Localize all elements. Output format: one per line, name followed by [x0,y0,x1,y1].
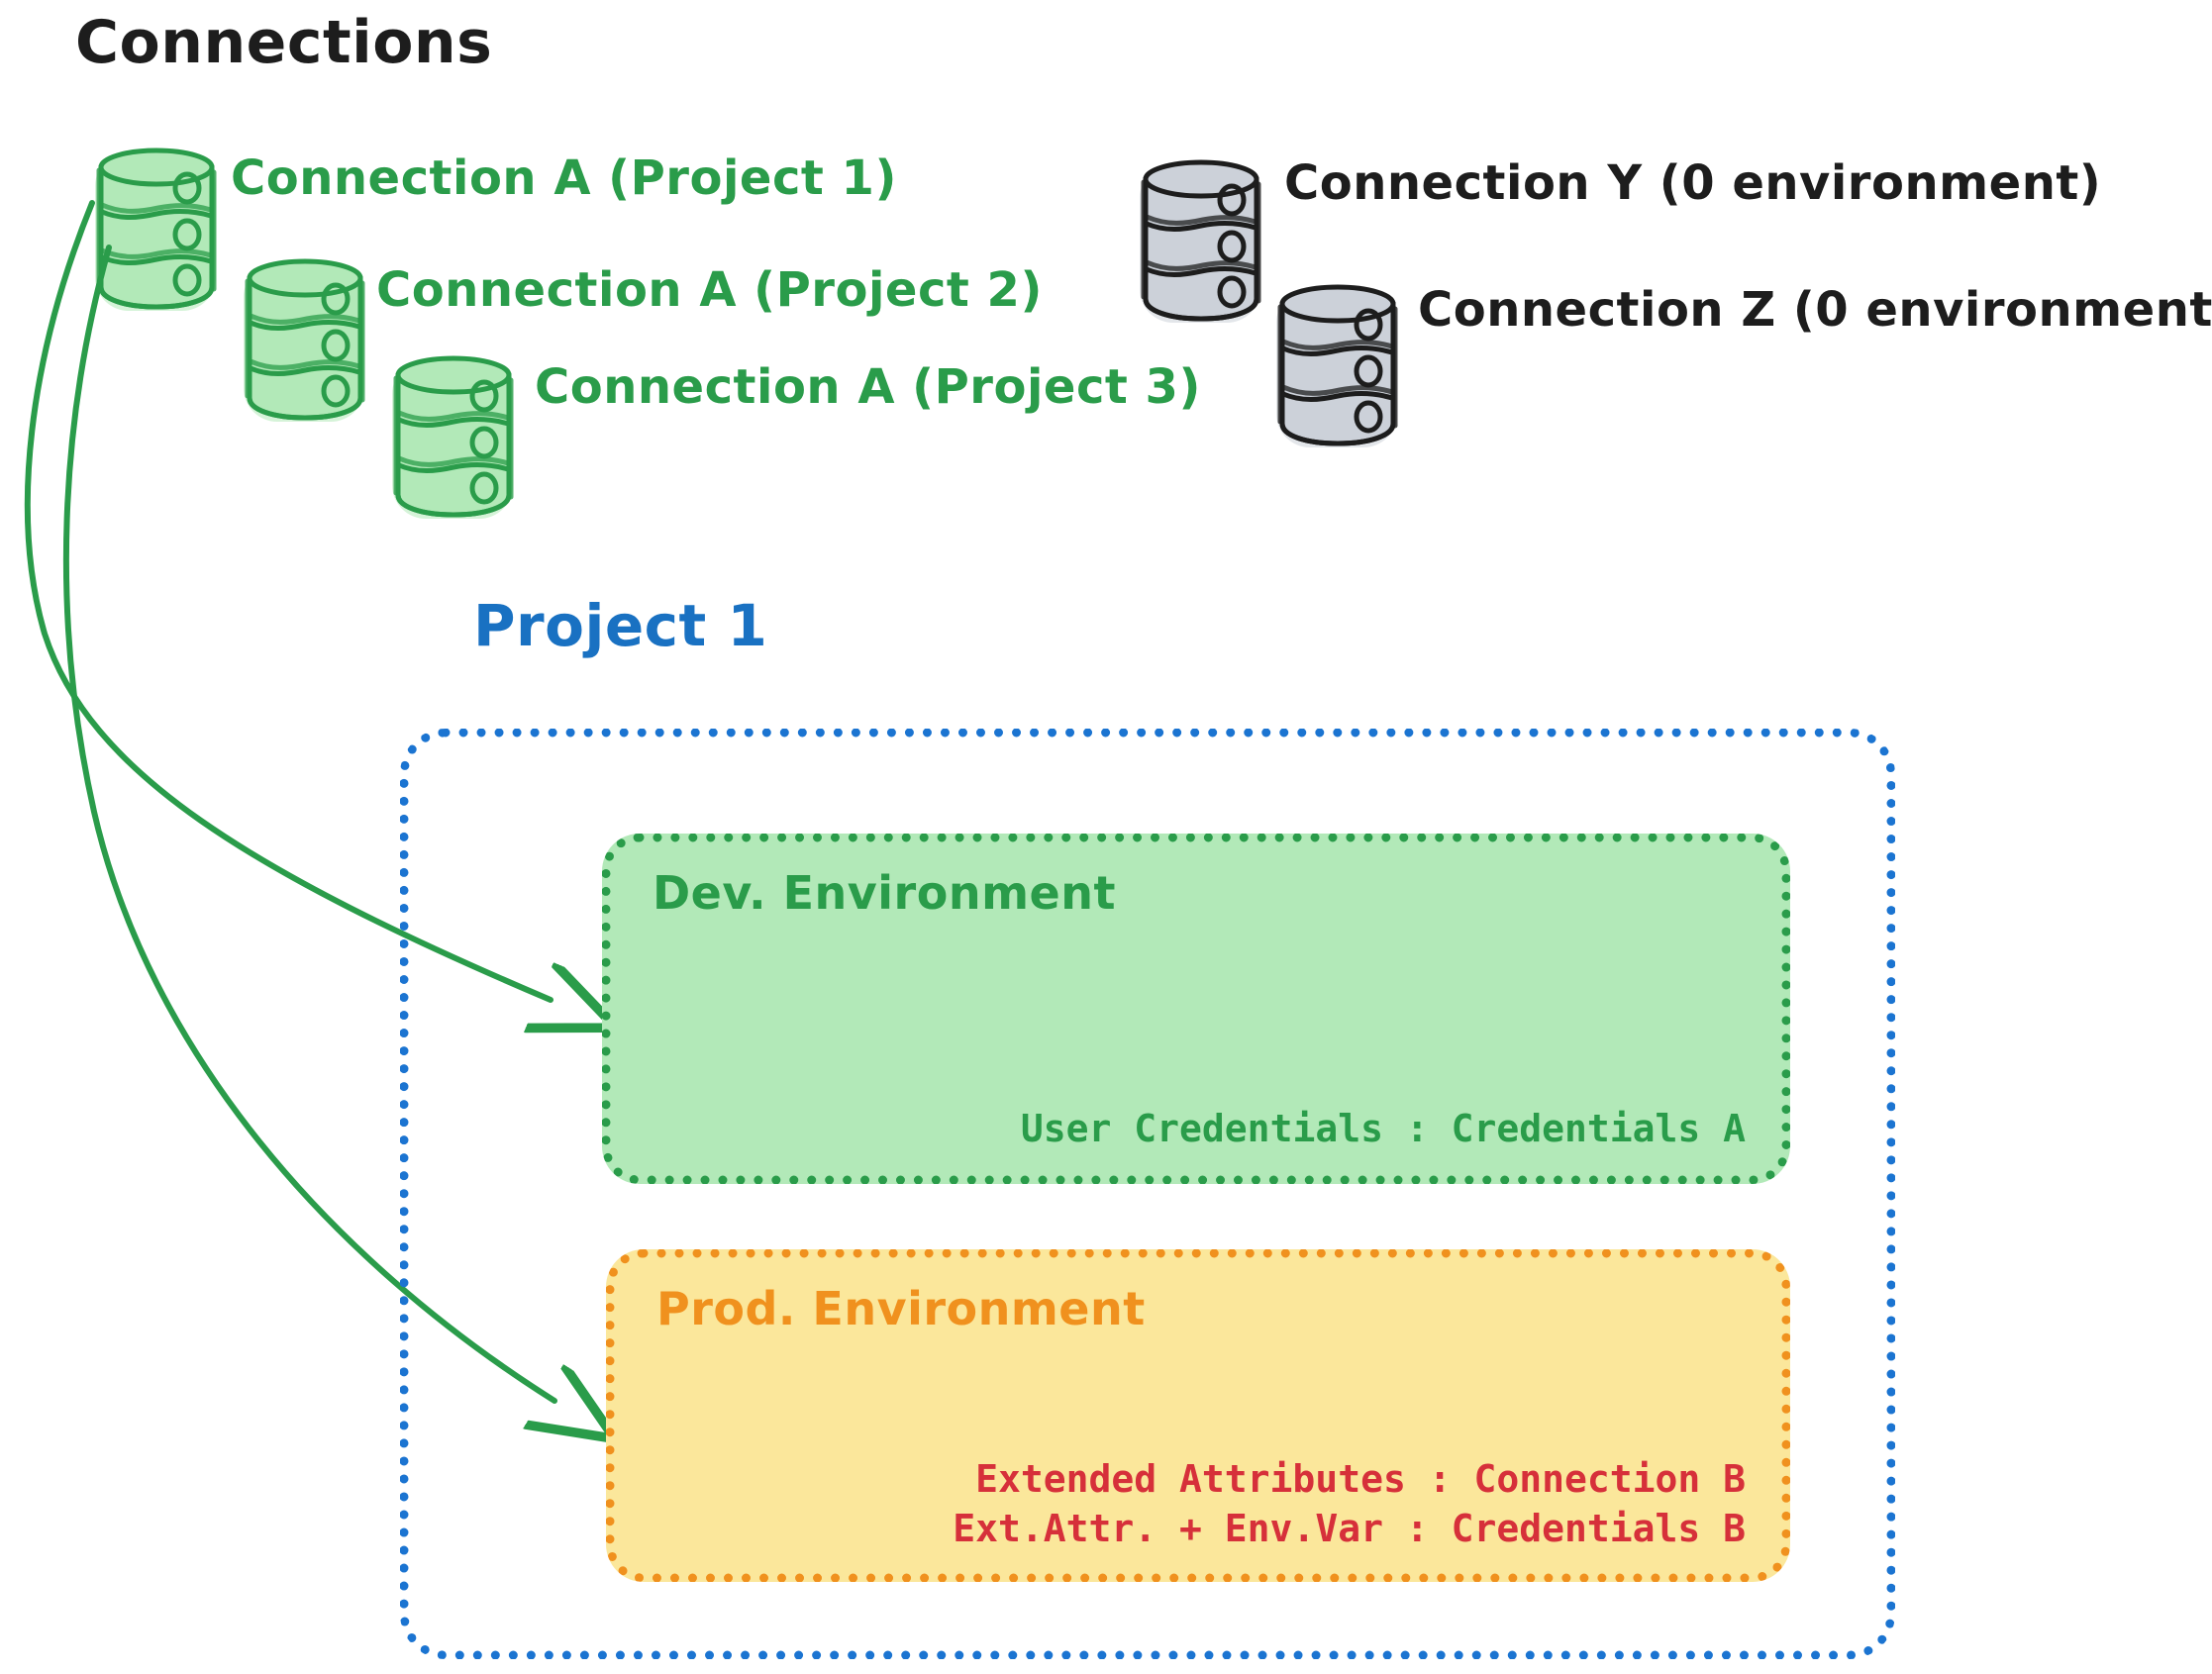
connection-label-a-project-3: Connection A (Project 3) [535,359,1201,415]
prod-environment-details: Extended Attributes : Connection B Ext.A… [953,1454,1746,1553]
connection-label-z: Connection Z (0 environment) [1418,282,2212,338]
prod-environment-title: Prod. Environment [656,1282,1146,1335]
prod-environment-box: Prod. Environment Extended Attributes : … [606,1249,1790,1582]
database-icon-connection-a-project-2 [244,261,364,422]
database-icon-connection-y [1140,162,1260,323]
page-title: Connections [75,8,493,77]
dev-environment-box: Dev. Environment User Credentials : Cred… [602,834,1790,1184]
connection-label-y: Connection Y (0 environment) [1284,155,2102,211]
dev-environment-details: User Credentials : Credentials A [1021,1104,1746,1153]
prod-detail-line-1: Extended Attributes : Connection B [975,1456,1746,1501]
project-container [400,729,1895,1659]
dev-detail-line: User Credentials : Credentials A [1020,1106,1746,1150]
connection-label-a-project-1: Connection A (Project 1) [231,150,897,206]
database-icon-connection-a-project-3 [392,358,513,519]
dev-environment-title: Dev. Environment [653,866,1116,920]
prod-detail-line-2: Ext.Attr. + Env.Var : Credentials B [953,1506,1746,1550]
database-icon-connection-a-project-1 [95,150,216,311]
project-title: Project 1 [473,592,768,659]
connection-label-a-project-2: Connection A (Project 2) [376,262,1043,318]
database-icon-connection-z [1276,287,1397,447]
